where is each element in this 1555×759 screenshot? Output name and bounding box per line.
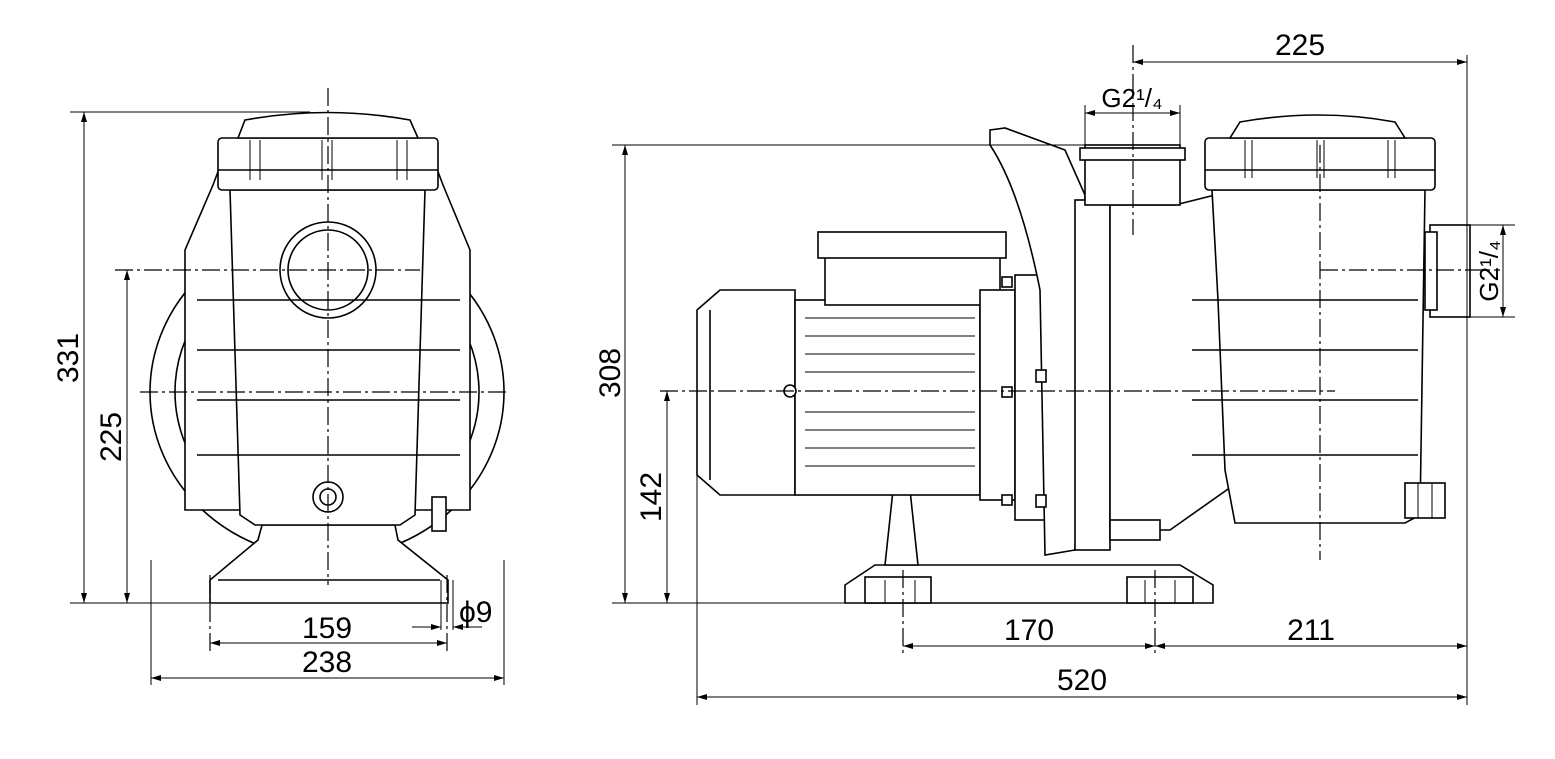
front-foot-span-dim: 159 [302, 612, 352, 645]
side-foot-end-dim: 211 [1287, 614, 1335, 647]
front-width-dim: 238 [302, 646, 352, 679]
front-height-dim: 331 [52, 333, 85, 383]
side-height-dim: 308 [594, 348, 627, 398]
front-axis-height-dim: 225 [95, 412, 128, 462]
motor-fins [805, 317, 975, 467]
front-hole-dia-dim: ϕ9 [459, 596, 493, 629]
side-shaft-height-dim: 142 [635, 472, 668, 522]
side-view: 308 142 225 G2¹/₄ G2¹/₄ 170 211 520 [594, 29, 1515, 705]
side-inlet-port-dim: G2¹/₄ [1474, 240, 1504, 301]
side-foot-span-dim: 170 [1004, 614, 1054, 647]
front-view: 331 225 159 238 ϕ9 [52, 88, 510, 685]
side-outlet-dim: 225 [1275, 29, 1325, 62]
side-top-port-dim: G2¹/₄ [1101, 83, 1162, 113]
side-length-dim: 520 [1057, 664, 1107, 697]
